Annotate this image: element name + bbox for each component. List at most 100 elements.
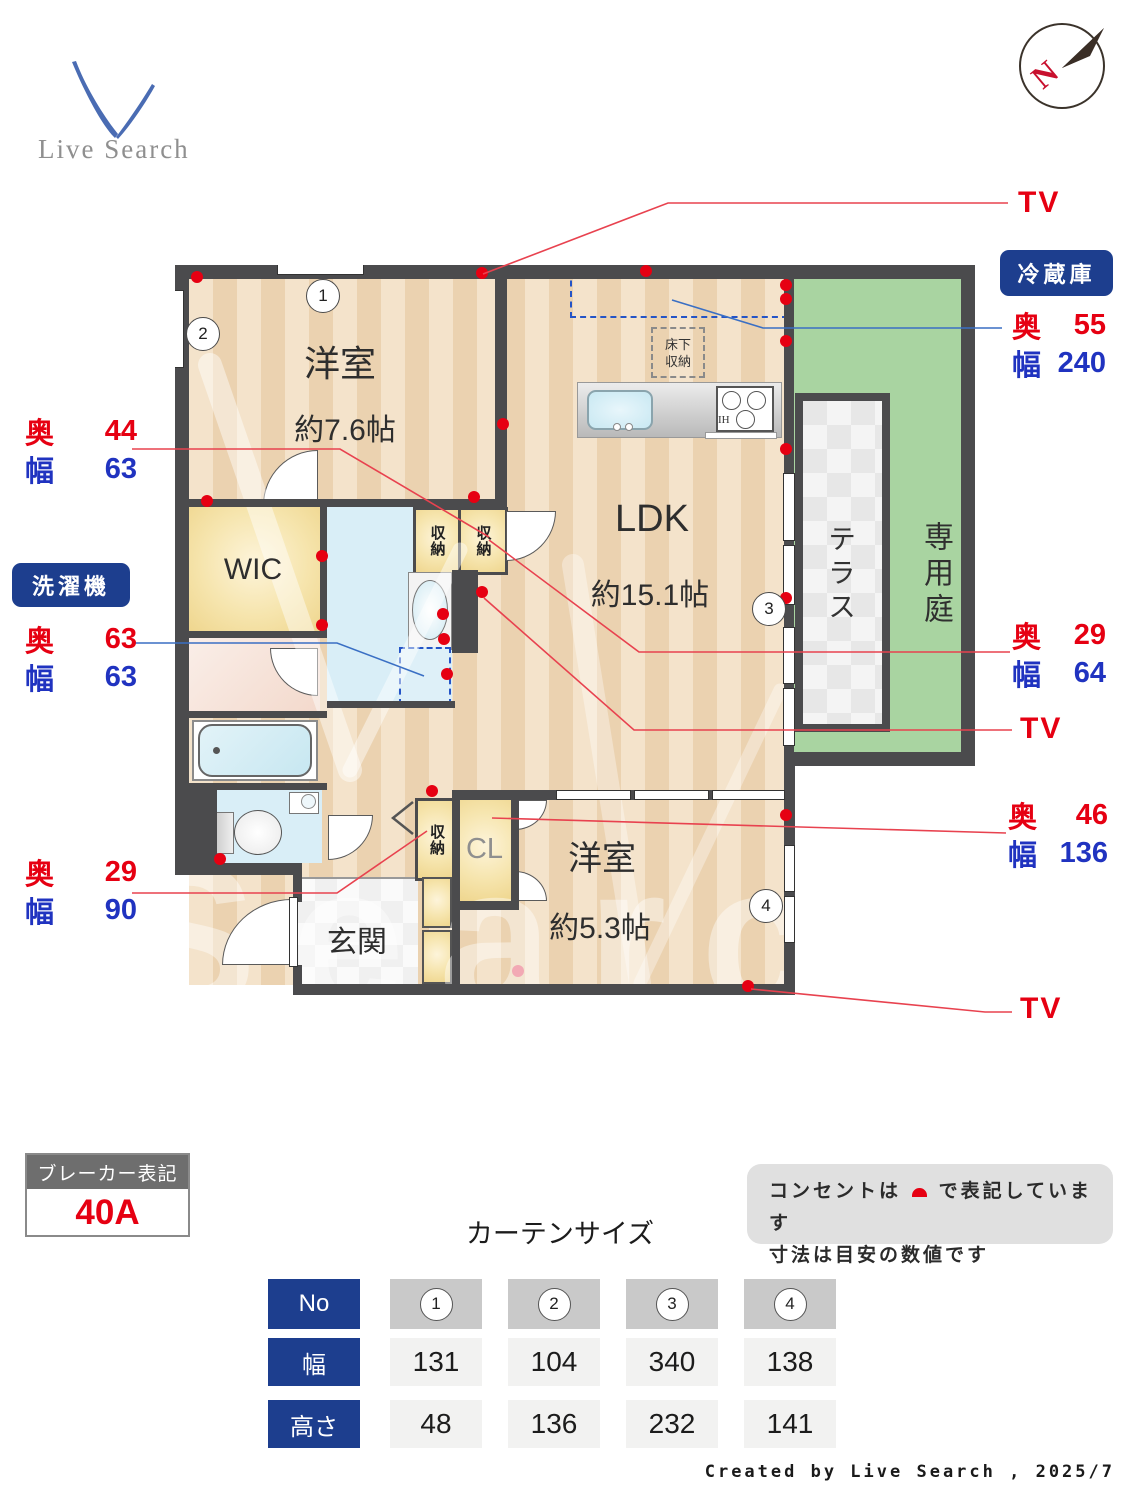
ldk-name: LDK bbox=[615, 498, 689, 540]
kitchen-sink bbox=[587, 390, 653, 430]
shoe-storage-lower-2 bbox=[422, 930, 452, 984]
curtain-width-1: 131 bbox=[390, 1338, 482, 1386]
wall bbox=[327, 701, 455, 708]
wall bbox=[293, 984, 795, 995]
curtain-width-2: 104 bbox=[508, 1338, 600, 1386]
live-search-logo-mark bbox=[72, 61, 155, 139]
curtain-row-header-width: 幅 bbox=[268, 1338, 360, 1386]
col-number: 3 bbox=[667, 1294, 677, 1313]
bedroom2-size: 約5.3帖 bbox=[549, 912, 651, 945]
wall bbox=[455, 901, 519, 910]
folding-door-icon bbox=[390, 801, 414, 835]
cl-closet-room bbox=[459, 800, 511, 901]
width-label: 幅 bbox=[1012, 660, 1042, 692]
terrace-name: テラス bbox=[825, 524, 856, 626]
curtain-marker-1: 1 bbox=[306, 279, 340, 313]
footer-credit: Created by Live Search , 2025/7 bbox=[704, 1462, 1115, 1482]
height-value: 141 bbox=[766, 1408, 814, 1439]
note-text: で表記しています bbox=[769, 1181, 1093, 1234]
window bbox=[783, 627, 795, 684]
depth-label: 奥 bbox=[1012, 622, 1042, 654]
sink-faucet bbox=[625, 423, 633, 431]
outlet-icon bbox=[201, 495, 213, 507]
outlet-icon bbox=[426, 785, 438, 797]
kitchen-handle bbox=[705, 432, 777, 439]
breaker-title: ブレーカー表記 bbox=[27, 1155, 188, 1189]
garden-name: 専用庭 bbox=[919, 521, 952, 629]
row-header-text: 高さ bbox=[290, 1413, 338, 1441]
outlet-icon bbox=[780, 293, 792, 305]
window bbox=[783, 473, 795, 541]
window bbox=[783, 688, 795, 746]
depth-value: 29 bbox=[1073, 618, 1106, 651]
depth-value: 44 bbox=[104, 414, 137, 447]
cl-name: CL bbox=[465, 833, 504, 865]
depth-value: 29 bbox=[104, 855, 137, 888]
outlet-icon bbox=[438, 633, 450, 645]
width-value: 63 bbox=[104, 660, 137, 693]
ldk-size: 約15.1帖 bbox=[590, 579, 710, 612]
wic-name: WIC bbox=[223, 553, 283, 586]
window bbox=[712, 790, 785, 800]
curtain-marker-2: 2 bbox=[186, 317, 220, 351]
ih-burner bbox=[747, 391, 766, 410]
outlet-icon bbox=[468, 491, 480, 503]
legend-note-line2: 寸法は目安の数値です bbox=[769, 1245, 990, 1266]
ih-burner bbox=[722, 391, 741, 410]
curtain-marker-4: 4 bbox=[749, 889, 783, 923]
outlet-icon bbox=[512, 965, 524, 977]
bathtub-drain bbox=[213, 747, 220, 754]
outlet-icon bbox=[497, 418, 509, 430]
legend-note: コンセントは で表記しています 寸法は目安の数値です bbox=[747, 1164, 1113, 1266]
outlet-icon bbox=[476, 586, 488, 598]
outlet-icon bbox=[441, 668, 453, 680]
curtain-col-header-1: 1 bbox=[390, 1279, 482, 1329]
sink-faucet bbox=[613, 423, 621, 431]
width-value: 340 bbox=[648, 1346, 696, 1377]
window bbox=[175, 290, 184, 368]
wall bbox=[320, 507, 327, 638]
wall bbox=[293, 965, 302, 995]
genkan-name: 玄関 bbox=[327, 926, 387, 959]
outlet-icon bbox=[437, 608, 449, 620]
curtain-width-4: 138 bbox=[744, 1338, 836, 1386]
wall bbox=[189, 499, 507, 507]
tv-outlet-label-middle: TV bbox=[1020, 712, 1063, 745]
row-header-text: No bbox=[298, 1290, 330, 1317]
depth-label: 奥 bbox=[1012, 312, 1042, 344]
window bbox=[784, 896, 795, 943]
depth-label: 奥 bbox=[25, 418, 55, 450]
width-value: 64 bbox=[1073, 656, 1106, 689]
width-value: 104 bbox=[530, 1346, 578, 1377]
width-value: 138 bbox=[766, 1346, 814, 1377]
outlet-icon bbox=[780, 279, 792, 291]
curtain-table-title: カーテンサイズ bbox=[465, 1219, 655, 1249]
marker-number: 2 bbox=[198, 324, 208, 343]
width-label: 幅 bbox=[1008, 840, 1038, 872]
outlet-icon bbox=[780, 335, 792, 347]
curtain-height-4: 141 bbox=[744, 1400, 836, 1448]
wall bbox=[961, 265, 975, 766]
window bbox=[556, 790, 631, 800]
outlet-icon bbox=[316, 550, 328, 562]
curtain-col-header-2: 2 bbox=[508, 1279, 600, 1329]
washer-badge-label: 洗濯機 bbox=[31, 574, 110, 599]
wall bbox=[189, 631, 327, 638]
outlet-icon bbox=[316, 619, 328, 631]
window bbox=[634, 790, 709, 800]
height-value: 136 bbox=[530, 1408, 578, 1439]
outlet-icon bbox=[191, 271, 203, 283]
outlet-icon bbox=[780, 809, 792, 821]
curtain-col-header-3: 3 bbox=[626, 1279, 718, 1329]
wall bbox=[452, 570, 478, 653]
underfloor-label-line1: 床下 bbox=[664, 336, 691, 352]
compass-icon: N bbox=[1019, 23, 1105, 109]
tv-outlet-label-top: TV bbox=[1018, 186, 1061, 219]
wall bbox=[495, 279, 507, 507]
live-search-logo-text: Live Search bbox=[38, 134, 190, 164]
wall bbox=[452, 790, 460, 985]
